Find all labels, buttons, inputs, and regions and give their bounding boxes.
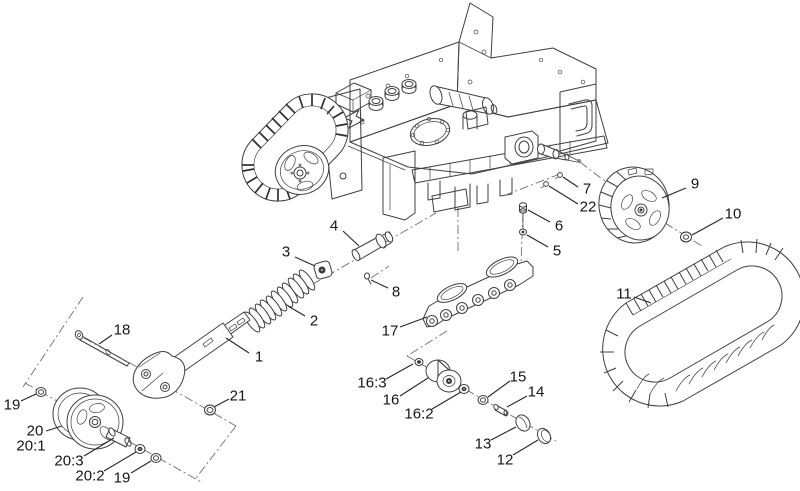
callout-leader-20-22 (45, 425, 63, 432)
grease-fitting (364, 272, 372, 285)
washer-15 (477, 395, 489, 405)
callout-label-13-12: 13 (475, 436, 492, 453)
clevis-fork (132, 351, 186, 399)
callout-label-19-21: 19 (114, 470, 131, 487)
chassis-frame (321, 2, 609, 221)
callout-leader-19-20 (20, 393, 37, 402)
callout-leader-4-3 (342, 230, 360, 247)
callout-label-20-1-23: 20:1 (16, 438, 45, 455)
long-bolt (74, 330, 130, 367)
callout-label-18-19: 18 (114, 322, 131, 339)
callout-label-9-8: 9 (691, 176, 699, 193)
drive-wheel (241, 93, 349, 202)
hex-nut-21 (204, 404, 216, 416)
callout-leader-16-3-17 (385, 363, 414, 380)
seal-16-3 (414, 358, 424, 366)
callout-leader-20-3-25 (83, 437, 115, 457)
callout-leader-9-8 (661, 187, 687, 199)
cap-13 (515, 414, 531, 432)
callout-leader-18-19 (98, 334, 113, 345)
callout-leader-12-11 (512, 439, 539, 456)
track-roller-16 (425, 359, 462, 393)
handle-bracket (559, 83, 597, 152)
callout-label-7-6: 7 (583, 181, 591, 198)
track-tread-bars (600, 238, 784, 409)
track-chevrons (636, 324, 775, 395)
callout-label-8-7: 8 (392, 284, 400, 301)
callout-leader-13-12 (490, 426, 517, 441)
deck-bosses (368, 79, 478, 130)
tension-spring (243, 269, 316, 333)
bushing-20-2 (134, 444, 146, 454)
callout-leader-7-6 (562, 176, 579, 188)
callout-label-19-20: 19 (4, 397, 21, 414)
washer-19-upper (35, 387, 47, 397)
tension-arm (132, 311, 251, 399)
callout-label-14-13: 14 (528, 384, 545, 401)
callout-leader-22-27 (548, 185, 579, 205)
seal-16-2 (458, 384, 470, 394)
sprocket-wheel (598, 166, 670, 244)
tread-stripes (242, 94, 348, 201)
callout-label-3-2: 3 (282, 244, 290, 261)
idler-wheel-assembly (35, 387, 162, 463)
axle-shaft (504, 130, 581, 165)
roller-bracket (422, 256, 534, 328)
pin-14 (493, 403, 509, 417)
callout-leader-19-21 (130, 460, 152, 474)
callout-label-22-27: 22 (580, 199, 597, 216)
washer-19-lower (150, 453, 162, 463)
callout-label-11-10: 11 (616, 286, 632, 303)
callout-leader-15-14 (487, 380, 511, 398)
callout-leader-10-9 (691, 217, 724, 236)
callouts-layer: 1234567891011121314151616:216:3171819192… (4, 176, 742, 487)
callout-leader-1-0 (225, 337, 250, 354)
callout-leader-14-13 (506, 395, 528, 408)
screw-7 (554, 172, 563, 180)
callout-label-5-4: 5 (553, 243, 561, 260)
callout-label-16-3-17: 16:3 (357, 375, 386, 392)
callout-label-20-3-25: 20:3 (54, 453, 83, 470)
callout-leader-16-15 (399, 377, 429, 397)
callout-leader-16-2-16 (431, 391, 462, 410)
rubber-track (600, 238, 800, 409)
bracket-bosses (426, 279, 516, 327)
axle-nut (680, 231, 692, 243)
bolt-6 (519, 202, 527, 230)
callout-leader-20-2-24 (103, 451, 137, 472)
callout-label-2-1: 2 (310, 313, 318, 330)
screw-22 (540, 181, 549, 189)
cover-12 (536, 427, 552, 445)
shaft-20-3 (105, 427, 132, 448)
callout-label-10-9: 10 (725, 206, 742, 223)
callout-leader-2-1 (287, 305, 306, 317)
callout-label-6-5: 6 (555, 218, 563, 235)
washer-5 (519, 228, 527, 236)
callout-leader-6-5 (527, 209, 551, 223)
callout-label-15-14: 15 (510, 369, 527, 386)
flange-disc (409, 116, 451, 147)
callout-label-20-22: 20 (27, 423, 44, 440)
callout-label-16-15: 16 (383, 392, 400, 409)
callout-leader-3-2 (294, 256, 316, 267)
callout-label-12-11: 12 (497, 452, 514, 469)
callout-leader-17-18 (399, 316, 428, 328)
callout-label-4-3: 4 (330, 218, 338, 235)
callout-label-17-18: 17 (382, 323, 399, 340)
callout-label-20-2-24: 20:2 (75, 468, 104, 485)
motor (429, 85, 498, 130)
sprocket-cage-bars (598, 171, 627, 239)
spring-bushing (313, 260, 333, 280)
callout-label-21-26: 21 (230, 388, 247, 405)
callout-leader-5-4 (526, 234, 549, 248)
callout-leader-8-7 (370, 279, 389, 289)
track-roller-parts (414, 358, 552, 445)
callout-leader-11-10 (633, 296, 652, 304)
callout-leader-21-26 (213, 398, 230, 408)
pivot-pin (351, 231, 394, 261)
callout-label-16-2-16: 16:2 (404, 406, 433, 423)
callout-label-1-0: 1 (255, 349, 263, 366)
